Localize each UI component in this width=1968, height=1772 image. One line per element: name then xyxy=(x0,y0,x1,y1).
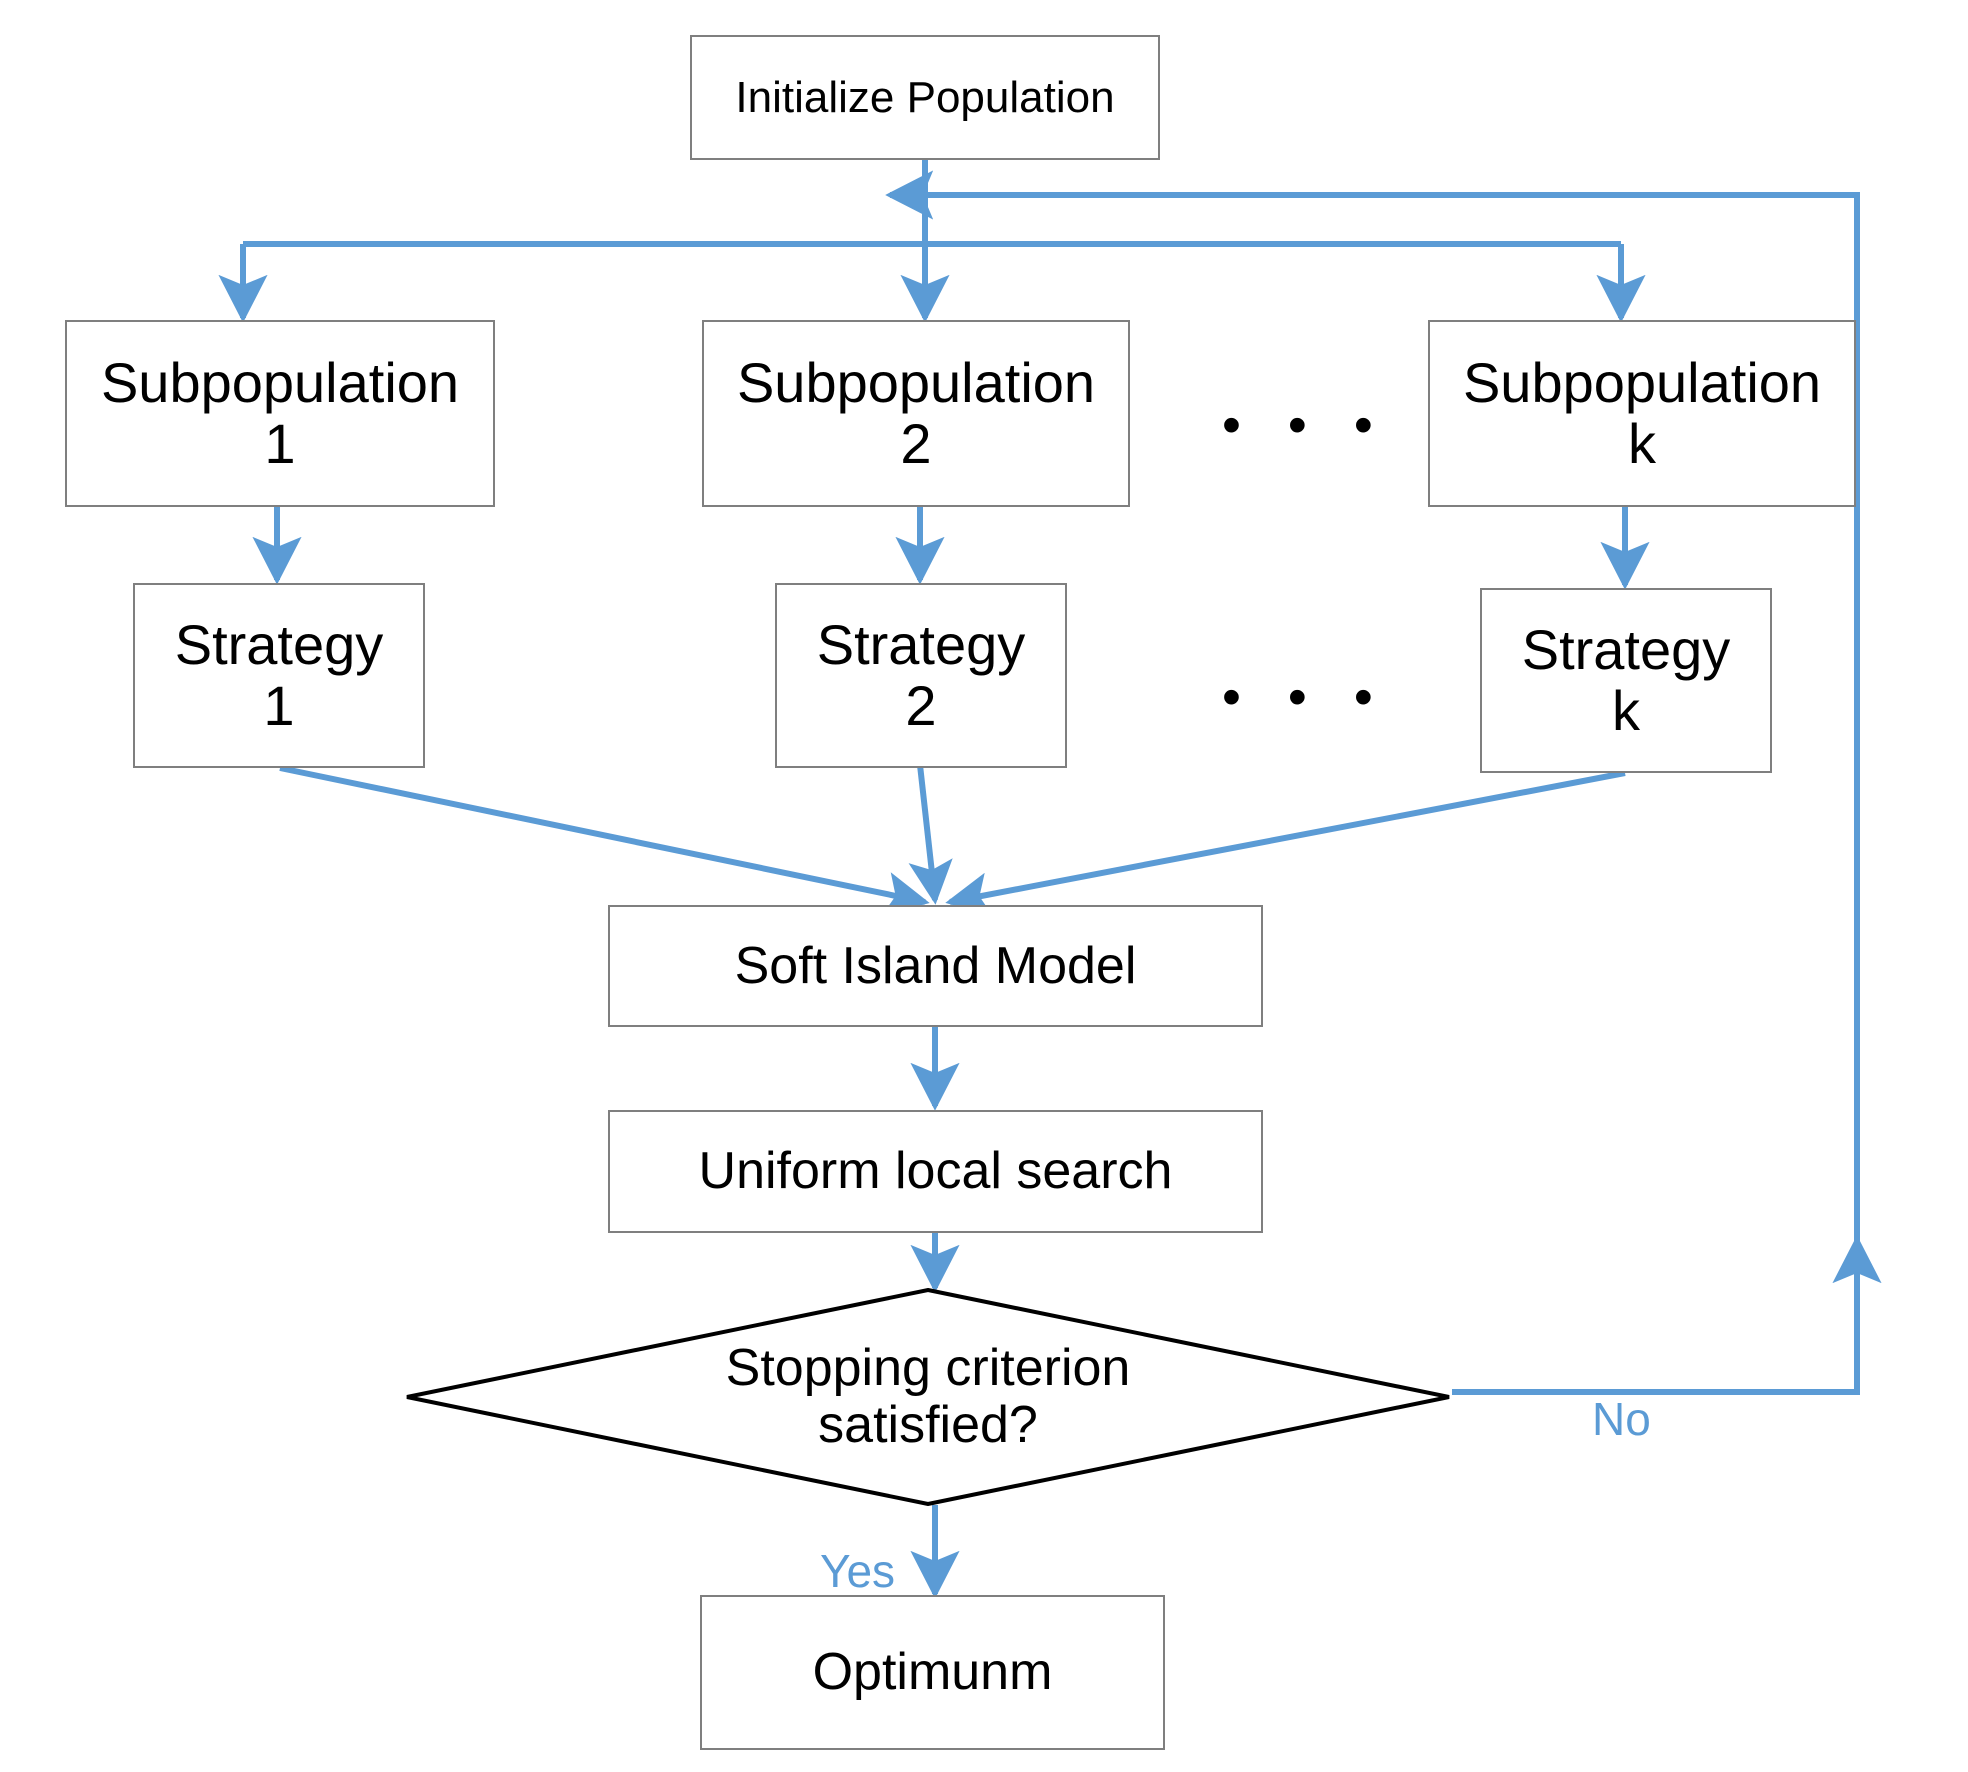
node-optimum-label: Optimunm xyxy=(812,1643,1053,1702)
node-initialize-population-label: Initialize Population xyxy=(735,72,1115,122)
node-soft-island-model[interactable]: Soft Island Model xyxy=(608,905,1263,1027)
node-subpopulation-1-label: Subpopulation 1 xyxy=(100,351,460,475)
subpopulation-row-ellipsis: • • • xyxy=(1222,395,1389,455)
edge-label-yes: Yes xyxy=(820,1545,896,1597)
node-strategy-k[interactable]: Strategy k xyxy=(1480,588,1772,773)
node-uniform-local-search-label: Uniform local search xyxy=(698,1142,1173,1201)
node-subpopulation-1[interactable]: Subpopulation 1 xyxy=(65,320,495,507)
node-stopping-criterion[interactable]: Stopping criterion satisfied? xyxy=(404,1288,1452,1506)
node-subpopulation-2[interactable]: Subpopulation 2 xyxy=(702,320,1130,507)
node-strategy-2-label: Strategy 2 xyxy=(816,613,1026,737)
node-subpopulation-k[interactable]: Subpopulation k xyxy=(1428,320,1856,507)
node-strategy-1-label: Strategy 1 xyxy=(174,613,384,737)
edge-strategy2-to-sim xyxy=(908,764,953,905)
edge-strategyk-to-sim xyxy=(945,770,1626,917)
node-initialize-population[interactable]: Initialize Population xyxy=(690,35,1160,160)
strategy-row-ellipsis: • • • xyxy=(1222,667,1389,727)
node-uniform-local-search[interactable]: Uniform local search xyxy=(608,1110,1263,1233)
node-soft-island-model-label: Soft Island Model xyxy=(734,936,1137,995)
node-strategy-1[interactable]: Strategy 1 xyxy=(133,583,425,768)
node-strategy-2[interactable]: Strategy 2 xyxy=(775,583,1067,768)
node-optimum[interactable]: Optimunm xyxy=(700,1595,1165,1750)
edge-strategy1-to-sim xyxy=(279,765,930,916)
node-stopping-criterion-label: Stopping criterion satisfied? xyxy=(725,1338,1131,1454)
node-subpopulation-2-label: Subpopulation 2 xyxy=(736,351,1096,475)
edge-label-no: No xyxy=(1592,1393,1651,1445)
node-strategy-k-label: Strategy k xyxy=(1521,618,1731,742)
node-subpopulation-k-label: Subpopulation k xyxy=(1462,351,1822,475)
